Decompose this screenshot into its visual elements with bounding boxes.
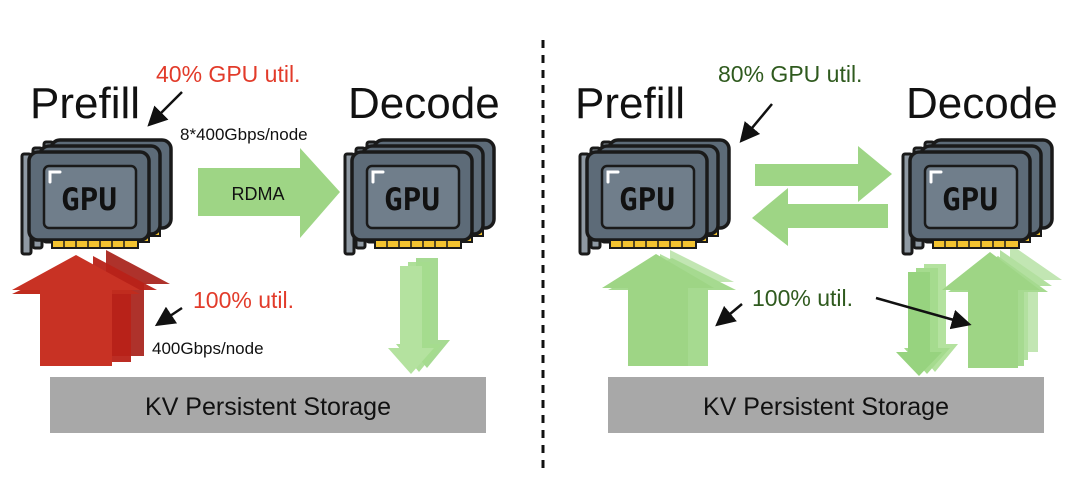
- right-prefill-gpu-icon: GPU: [580, 140, 729, 254]
- link-bandwidth-label: 8*400Gbps/node: [180, 125, 308, 144]
- right-storage-util-pointer-right: [875, 296, 972, 330]
- left-decode-to-storage-arrows: [388, 258, 450, 374]
- right-panel: KV Persistent Storage GPU: [575, 61, 1062, 433]
- right-gpu-util-pointer: [739, 103, 773, 143]
- left-decode-gpu-text: GPU: [384, 182, 440, 218]
- left-prefill-gpu-icon: GPU: [22, 140, 171, 254]
- left-prefill-gpu-text: GPU: [61, 182, 117, 218]
- left-decode-label: Decode: [348, 79, 500, 128]
- right-storage-util-label: 100% util.: [752, 285, 853, 311]
- right-storage-label: KV Persistent Storage: [703, 393, 949, 421]
- rdma-arrow: [198, 148, 340, 238]
- left-storage-util-pointer: [154, 306, 183, 327]
- left-storage-bar: [50, 377, 486, 433]
- right-gpu-util-label: 80% GPU util.: [718, 61, 862, 87]
- right-storage-to-decode-arrows: [942, 244, 1062, 368]
- right-decode-label: Decode: [906, 79, 1058, 128]
- right-decode-gpu-text: GPU: [942, 182, 998, 218]
- right-storage-bar: [608, 377, 1044, 433]
- left-gpu-util-pointer: [147, 91, 183, 127]
- left-storage-util-label: 100% util.: [193, 287, 294, 313]
- rdma-label: RDMA: [232, 184, 285, 204]
- left-panel: KV Persistent Storage RDMA GPU GPU Prefi…: [12, 61, 500, 433]
- right-prefill-label: Prefill: [575, 79, 685, 128]
- right-forward-arrow: [755, 146, 892, 202]
- left-prefill-label: Prefill: [30, 79, 140, 128]
- right-prefill-gpu-text: GPU: [619, 182, 675, 218]
- right-backward-arrow: [752, 188, 888, 246]
- storage-bandwidth-label: 400Gbps/node: [152, 339, 264, 358]
- right-decode-to-storage-arrows: [896, 264, 958, 376]
- left-storage-label: KV Persistent Storage: [145, 393, 391, 421]
- left-decode-gpu-icon: GPU: [345, 140, 494, 254]
- right-storage-util-pointer-left: [715, 303, 743, 327]
- right-decode-gpu-icon: GPU: [903, 140, 1052, 254]
- right-storage-to-prefill-arrows: [602, 250, 736, 366]
- left-gpu-util-label: 40% GPU util.: [156, 61, 300, 87]
- left-storage-to-prefill-arrows: [12, 250, 170, 366]
